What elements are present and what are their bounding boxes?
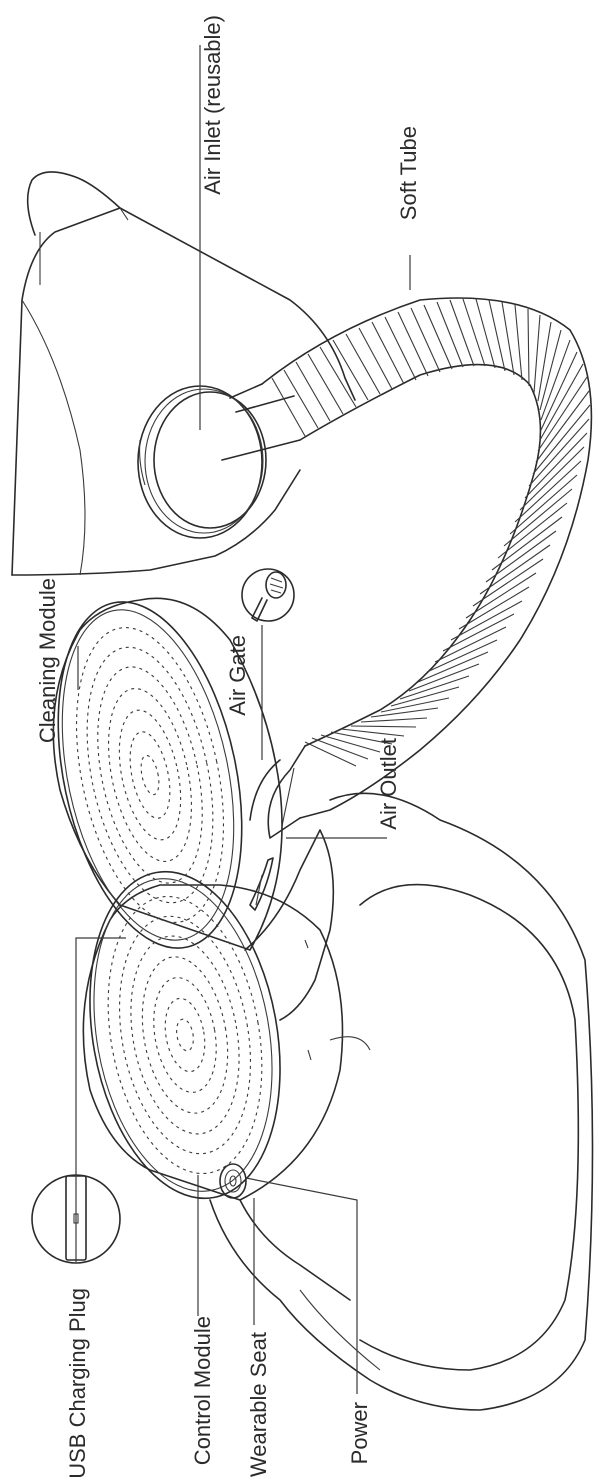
soft-tube bbox=[222, 298, 591, 838]
control-module-disc bbox=[66, 857, 343, 1214]
soft-tube-label: Soft Tube bbox=[396, 126, 421, 220]
face-mask bbox=[12, 172, 355, 575]
power-button-icon bbox=[220, 1164, 246, 1198]
usb-charging-plug-label: USB Charging Plug bbox=[65, 1288, 90, 1479]
control-module-label: Control Module bbox=[190, 1316, 215, 1465]
air-outlet-label: Air Outlet bbox=[376, 738, 401, 830]
wearable-seat-label: Wearable Seat bbox=[246, 1332, 271, 1477]
power-label: Power bbox=[347, 1402, 372, 1464]
air-inlet-label: Air Inlet (reusable) bbox=[200, 15, 225, 195]
control-module-perforations bbox=[88, 884, 282, 1185]
air-gate-label: Air Gate bbox=[225, 635, 250, 716]
air-gate-inset bbox=[242, 569, 294, 621]
cleaning-module-label: Cleaning Module bbox=[35, 578, 60, 743]
wearable-seat-band bbox=[210, 793, 593, 1410]
